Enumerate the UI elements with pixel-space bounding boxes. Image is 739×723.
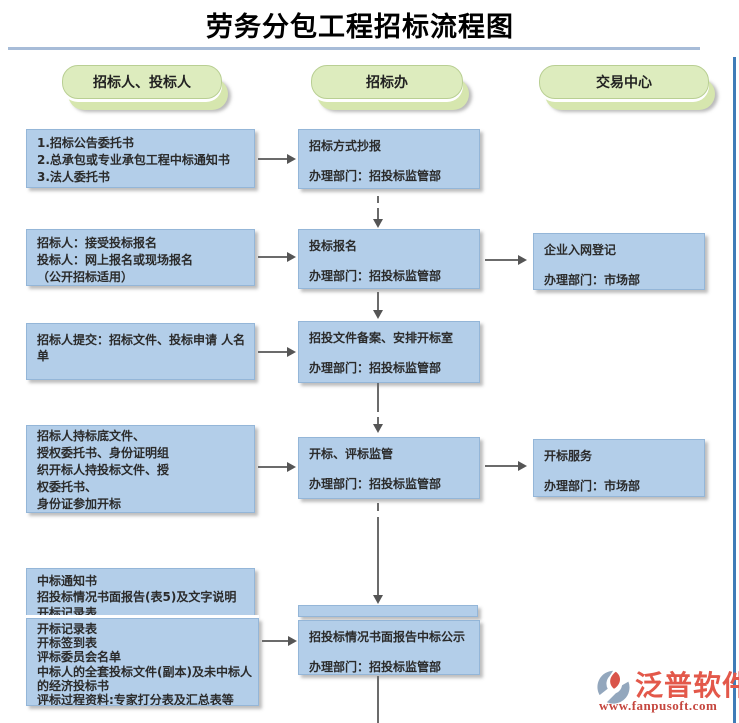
arrow-r2-left-to-mid xyxy=(258,256,287,258)
arrow-r4-left-to-mid xyxy=(258,466,287,468)
arrow-r3-left-to-mid xyxy=(258,351,287,353)
flow-box-r4-left: 招标人持标底文件、授权委托书、身份证明组织开标人持投标文件、授权委托书、身份证参… xyxy=(26,425,255,513)
arrow-head xyxy=(373,219,383,228)
flow-box-r2-right: 企业入网登记办理部门：市场部 xyxy=(533,233,705,290)
arrow-shaft xyxy=(377,208,379,219)
arrow-head xyxy=(288,636,297,646)
arrow-shaft xyxy=(377,517,379,595)
arrow-shaft xyxy=(377,417,379,424)
flow-box-r2-mid: 投标报名办理部门：招投标监管部 xyxy=(298,229,480,289)
arrow-head xyxy=(373,424,383,433)
arrow-head xyxy=(287,347,296,357)
arrow-r2-to-r3 xyxy=(377,292,379,310)
arrow-head xyxy=(287,252,296,262)
arrow-r5-down xyxy=(377,676,379,723)
arrow-r1-left-to-mid xyxy=(258,158,287,160)
arrow-r4-mid-to-right xyxy=(485,465,518,467)
arrow-r2-mid-to-right xyxy=(485,259,518,261)
fanpu-logo-icon xyxy=(597,670,630,704)
flow-box-r5-mid: 招投标情况书面报告中标公示办理部门：招投标监管部 xyxy=(298,620,480,675)
arrow-head xyxy=(287,154,296,164)
right-frame-line xyxy=(733,57,736,723)
page-title: 劳务分包工程招标流程图 xyxy=(206,12,514,42)
column-header-label: 招标人、投标人 xyxy=(62,65,222,99)
arrow-head xyxy=(518,461,527,471)
arrow-r3-to-r4 xyxy=(377,383,379,412)
flow-box-r5-mid-back-sliver xyxy=(298,605,478,617)
arrow-r4-to-r5 xyxy=(377,503,379,511)
arrow-head xyxy=(373,595,383,604)
logo-name: 泛普软件 xyxy=(635,671,739,702)
title-divider xyxy=(8,47,700,50)
flow-box-r3-left: 招标人提交：招标文件、投标申请 人名单预约开标室 xyxy=(26,323,255,380)
arrow-head xyxy=(287,462,296,472)
flow-box-r4-mid: 开标、评标监管办理部门：招投标监管部 xyxy=(298,437,480,499)
column-header-label: 交易中心 xyxy=(539,65,709,99)
flow-box-r5-left-back: 中标通知书招投标情况书面报告(表5)及文字说明开标记录表 xyxy=(26,568,255,618)
arrow-r1-to-r2 xyxy=(377,196,379,203)
column-header-trade-center: 交易中心 xyxy=(539,65,715,113)
fanpu-logo: 泛普软件 www.fanpusoft.com xyxy=(596,667,739,719)
column-header-label: 招标办 xyxy=(311,65,463,99)
arrow-r5-left-to-mid xyxy=(262,640,288,642)
column-header-bidders: 招标人、投标人 xyxy=(62,65,228,113)
flow-box-r3-mid: 招投文件备案、安排开标室办理部门：招投标监管部 xyxy=(298,321,480,383)
flow-box-r4-right: 开标服务办理部门：市场部 xyxy=(533,439,705,497)
flow-box-r5-left-front: 开标记录表开标签到表评标委员会名单中标人的全套投标文件(副本)及未中标人的经济投… xyxy=(26,618,259,706)
logo-url: www.fanpusoft.com xyxy=(599,698,718,713)
flow-box-r1-mid: 招标方式抄报办理部门：招投标监管部 xyxy=(298,129,480,189)
flow-box-r2-left: 招标人：接受投标报名投标人：网上报名或现场报名（公开招标适用） xyxy=(26,229,255,286)
arrow-head xyxy=(373,310,383,319)
column-header-bid-office: 招标办 xyxy=(311,65,469,113)
arrow-head xyxy=(518,255,527,265)
